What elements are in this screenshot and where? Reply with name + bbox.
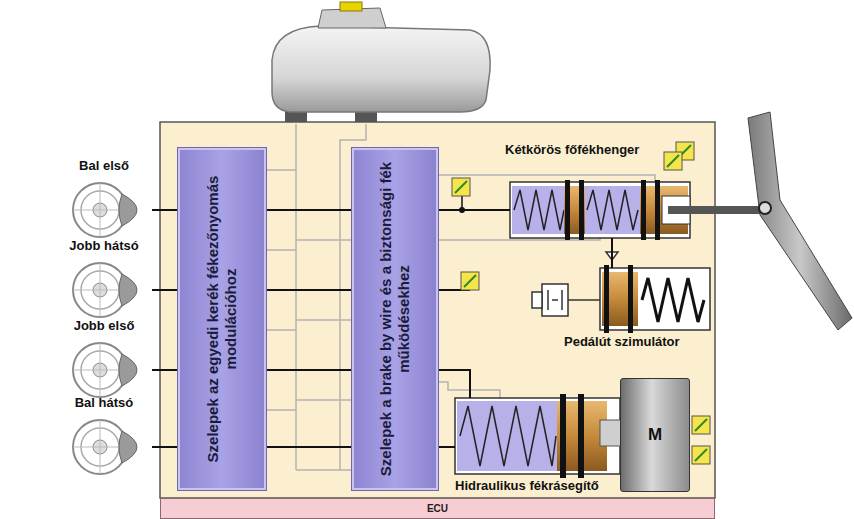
hydraulic-line [152, 446, 178, 448]
component-label: Pedálút szimulátor [564, 334, 680, 349]
return-lines [266, 124, 655, 470]
hydraulic-line [266, 446, 352, 448]
valve-block-label: Szelepek a brake by wire és a biztonsági… [377, 159, 413, 479]
master-cylinder-box: Kétkörös főfékhenger [510, 182, 690, 238]
hydraulic-line [152, 289, 178, 291]
valve-block: Szelepek a brake by wire és a biztonsági… [352, 148, 438, 490]
wheel-brake: Bal hátsó [68, 419, 152, 475]
wheel-brake: Bal első [68, 182, 152, 238]
booster-box: Hidraulikus fékrásegítő [455, 398, 620, 474]
hydraulic-line [438, 370, 470, 398]
hydraulic-line [266, 209, 352, 211]
wheel-label: Jobb hátsó [69, 238, 138, 253]
hydraulic-line [152, 369, 178, 371]
pedal-stroke-simulator [600, 265, 710, 333]
wheel-brake: Jobb hátsó [68, 262, 152, 318]
ecu-bar: ECU [160, 498, 715, 519]
component-label: Hidraulikus fékrásegítő [455, 478, 599, 493]
ecu-label: ECU [427, 503, 448, 514]
hydraulic-line [438, 446, 455, 448]
unit-housing [160, 122, 715, 498]
wheel-label: Jobb első [74, 318, 135, 333]
hydraulic-line [152, 209, 178, 211]
hydraulic-line [266, 369, 352, 371]
wheel-disc-symbol [68, 419, 152, 475]
wheel-disc-symbol [68, 182, 152, 238]
motor-box: M [620, 378, 690, 492]
fluid-reservoir [272, 2, 490, 124]
hydraulic-line [266, 289, 352, 291]
motor-label: M [648, 425, 662, 445]
wheel-brake: Jobb első [68, 342, 152, 398]
hydraulic-line [611, 238, 613, 268]
valve-block: Szelepek az egyedi kerék fékezőnyomás mo… [178, 148, 266, 490]
valve-block-label: Szelepek az egyedi kerék fékezőnyomás mo… [204, 159, 240, 479]
wheel-disc-symbol [68, 342, 152, 398]
wheel-label: Bal első [79, 158, 129, 173]
wheel-disc-symbol [68, 262, 152, 318]
hydraulic-booster [424, 385, 622, 478]
hydraulic-line [438, 209, 510, 211]
master-cylinder [510, 180, 690, 240]
simulator-box: Pedálút szimulátor [600, 268, 710, 330]
wheel-label: Bal hátsó [75, 395, 134, 410]
component-label: Kétkörös főfékhenger [505, 142, 639, 157]
